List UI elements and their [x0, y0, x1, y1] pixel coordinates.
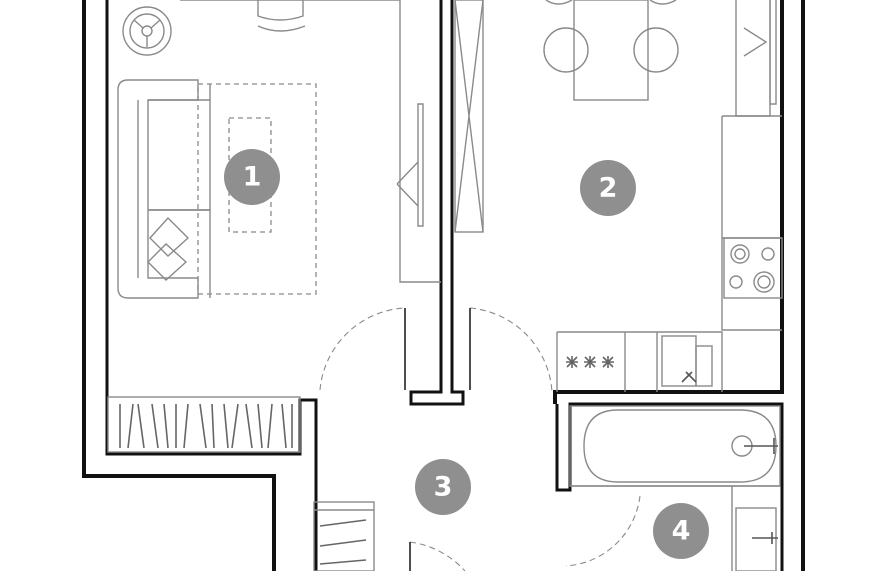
bathtub-icon	[569, 405, 781, 487]
bathroom-furniture	[569, 405, 781, 571]
armchair-icon	[122, 6, 172, 56]
dining-table-icon	[543, 0, 679, 101]
washbasin-icon	[735, 507, 778, 571]
sink-icon	[661, 335, 713, 387]
room-number-2: 2	[599, 173, 618, 204]
room-badge-4: 4	[653, 503, 709, 559]
room-number-4: 4	[672, 516, 691, 547]
stove-icon	[723, 237, 783, 299]
wardrobe-icon	[313, 501, 375, 571]
radiator-icon	[107, 396, 301, 453]
living-room-furniture	[107, 0, 441, 453]
hall-furniture	[313, 501, 375, 571]
sofa-icon	[117, 79, 211, 299]
room-badge-3: 3	[415, 459, 471, 515]
kitchen-furniture	[454, 0, 783, 392]
room-number-3: 3	[434, 472, 453, 503]
room-badge-1: 1	[224, 149, 280, 205]
doors	[319, 307, 641, 571]
room-badge-2: 2	[580, 160, 636, 216]
room-number-1: 1	[243, 162, 262, 193]
